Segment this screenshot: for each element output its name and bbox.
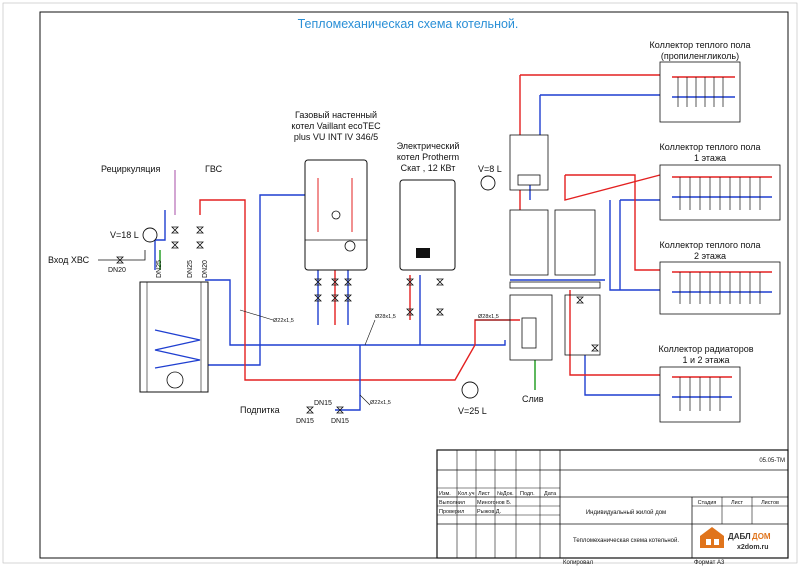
sheet-outer-edge [2, 2, 798, 564]
tb-header-kol: Кол.уч [458, 491, 475, 497]
v18-label: V=18 L [110, 230, 139, 240]
dabldom-logo: ДАБЛ ДОМ x2dom.ru [700, 527, 771, 551]
title-block [436, 449, 789, 559]
tb-copied: Копировал [563, 560, 594, 566]
logo-text-dark: ДАБЛ [728, 532, 751, 541]
tb-name-checked: Рыжов Д. [477, 509, 502, 515]
tb-sheet-title: Тепломеханическая схема котельной. [573, 537, 679, 544]
equipment-labels: Газовый настенный котел Vaillant ecoTEC … [48, 40, 760, 425]
electric-boiler-label-3: Скат , 12 КВт [401, 163, 456, 173]
tb-stage: Стадия [698, 500, 717, 506]
collector-4-label-2: 1 и 2 этажа [683, 355, 730, 365]
title-block-text: 05.05-ТМ Изм. Кол.уч Лист №Док. Подп. Да… [439, 458, 785, 566]
collector-2-label-1: Коллектор теплого пола [660, 142, 761, 152]
dn15-label-c: DN15 [331, 418, 349, 425]
drain-label: Слив [522, 394, 544, 404]
collector-4-label-1: Коллектор радиаторов [658, 344, 753, 354]
collector-icons [659, 61, 781, 423]
dn20-label-b: DN20 [202, 260, 209, 278]
cold-inlet-label: Вход ХВС [48, 255, 90, 265]
expansion-vessels [142, 175, 496, 399]
dhw-label: ГВС [205, 164, 223, 174]
electric-boiler-label-1: Электрический [397, 141, 460, 151]
gas-boiler [304, 159, 368, 271]
tb-project: Индивидуальный жилой дом [586, 509, 666, 516]
tb-sheet: Лист [731, 500, 743, 506]
collector-3-label-1: Коллектор теплого пола [660, 240, 761, 250]
tb-role-checked: Проверил [439, 509, 464, 515]
electric-boiler [399, 179, 456, 271]
tb-name-performed: Миногонов Б. [477, 500, 512, 506]
pipe-size-label-1: Ø22х1,5 [273, 318, 294, 324]
pipe-size-label-2: Ø28х1,5 [375, 314, 396, 320]
collector-2-label-2: 1 этажа [694, 153, 726, 163]
recirculation-label: Рециркуляция [101, 164, 160, 174]
gas-boiler-label-3: plus VU INT IV 346/5 [294, 132, 378, 142]
logo-url: x2dom.ru [737, 544, 769, 551]
electric-boiler-label-2: котел Protherm [397, 152, 459, 162]
tb-header-doc: №Док. [497, 491, 514, 497]
pipe-size-label-3: Ø28х1,5 [478, 314, 499, 320]
collector-1-label-1: Коллектор теплого пола [650, 40, 751, 50]
drawing-title: Тепломеханическая схема котельной. [298, 17, 519, 31]
v25-label: V=25 L [458, 406, 487, 416]
gas-boiler-label-2: котел Vaillant ecoTEC [291, 121, 381, 131]
dn15-label-a: DN15 [314, 400, 332, 407]
tb-header-date: Дата [544, 491, 557, 497]
tb-header-izm: Изм. [439, 491, 451, 497]
tb-sheets: Листов [761, 500, 779, 506]
tb-header-sign: Подп. [520, 491, 535, 497]
tb-format: Формат А3 [694, 560, 725, 566]
pump-groups [509, 134, 601, 361]
gas-boiler-label-1: Газовый настенный [295, 110, 377, 120]
dn25-label-a: DN25 [156, 260, 163, 278]
logo-text-accent: ДОМ [752, 532, 771, 541]
hot-water-tank [139, 281, 209, 393]
pipe-size-label-4: Ø22х1,5 [370, 400, 391, 406]
v8-label: V=8 L [478, 164, 502, 174]
collector-3-label-2: 2 этажа [694, 251, 726, 261]
dn25-label-b: DN25 [187, 260, 194, 278]
makeup-label: Подпитка [240, 405, 280, 415]
tb-header-list: Лист [478, 491, 490, 497]
collector-1-label-2: (пропиленгликоль) [661, 51, 739, 61]
tb-role-performed: Выполнил [439, 500, 465, 506]
drawing-code: 05.05-ТМ [759, 458, 785, 464]
dn20-label: DN20 [108, 267, 126, 274]
drawing-frame [39, 11, 789, 559]
dn15-label-b: DN15 [296, 418, 314, 425]
